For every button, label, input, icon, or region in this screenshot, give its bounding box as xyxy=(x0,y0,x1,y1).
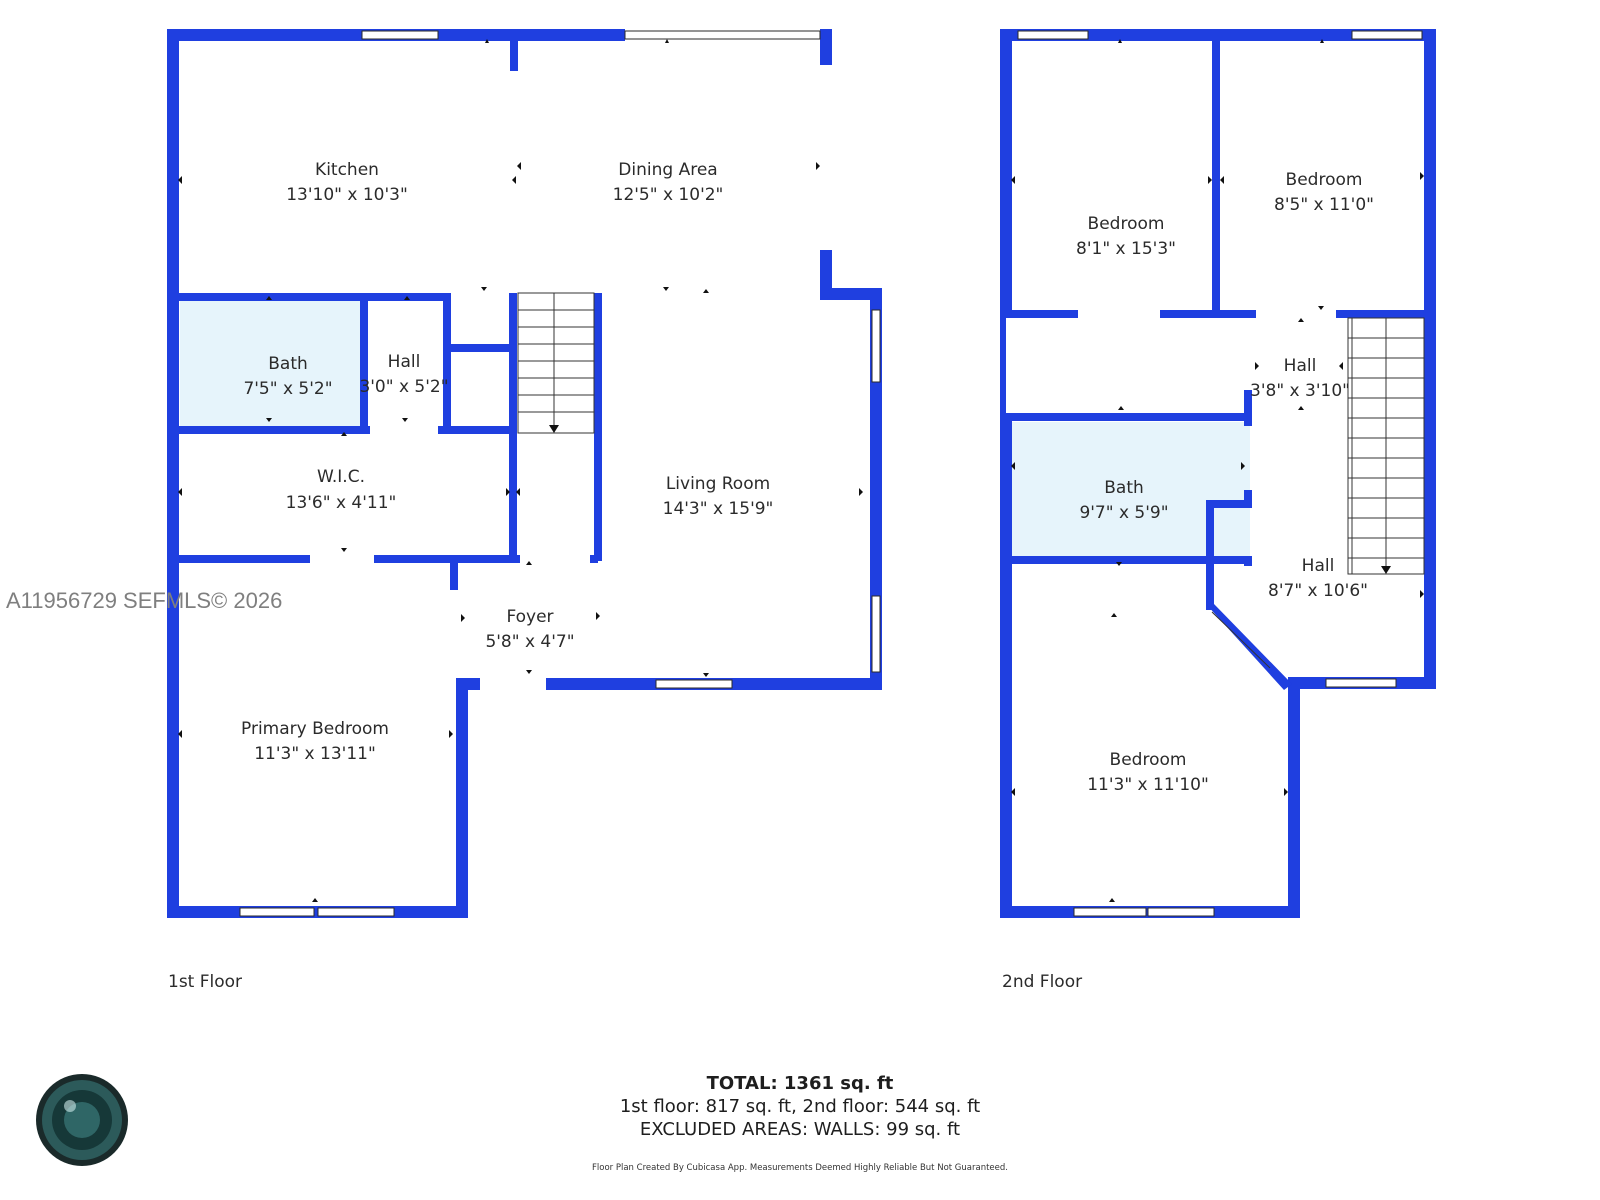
wall xyxy=(1424,29,1436,689)
room-name-bath-1f: Bath xyxy=(268,354,308,374)
room-name-bedroom-2: Bedroom xyxy=(1286,170,1363,190)
door-gap xyxy=(520,553,590,565)
room-dims-bedroom-1: 8'1" x 15'3" xyxy=(1076,239,1176,259)
room-dims-kitchen: 13'10" x 10'3" xyxy=(286,185,408,205)
room-name-primary-bedroom: Primary Bedroom xyxy=(241,719,389,739)
wall xyxy=(1244,390,1252,426)
room-name-foyer: Foyer xyxy=(506,607,553,627)
room-name-wic: W.I.C. xyxy=(317,467,365,487)
first-floor-bath-fill xyxy=(180,300,362,426)
room-dims-hall-1f: 3'0" x 5'2" xyxy=(359,377,448,397)
listing-watermark: A11956729 SEFMLS© 2026 xyxy=(6,588,282,613)
room-name-hall-2f-lower: Hall xyxy=(1302,556,1335,576)
room-dims-living-room: 14'3" x 15'9" xyxy=(663,499,774,519)
room-name-bedroom-1: Bedroom xyxy=(1088,214,1165,234)
window xyxy=(1017,30,1089,40)
window xyxy=(317,907,395,917)
floor-areas: 1st floor: 817 sq. ft, 2nd floor: 544 sq… xyxy=(620,1096,980,1117)
wall xyxy=(173,426,513,434)
wall xyxy=(1288,677,1300,918)
second-floor-plan: Bedroom 8'1" x 15'3" Bedroom 8'5" x 11'0… xyxy=(1000,29,1436,992)
wall xyxy=(1212,35,1220,315)
disclaimer: Floor Plan Created By Cubicasa App. Meas… xyxy=(592,1163,1008,1173)
window xyxy=(624,30,821,40)
door-gap xyxy=(1078,308,1160,320)
photographer-logo xyxy=(36,1074,128,1166)
window xyxy=(871,309,881,383)
room-name-bedroom-3: Bedroom xyxy=(1110,750,1187,770)
wall xyxy=(450,555,458,615)
wall xyxy=(1006,413,1252,421)
wall xyxy=(443,344,515,352)
room-name-kitchen: Kitchen xyxy=(315,160,379,180)
staircase xyxy=(1347,317,1425,575)
wall xyxy=(456,678,468,918)
wall xyxy=(1336,310,1428,318)
total-area: TOTAL: 1361 sq. ft xyxy=(707,1073,894,1094)
wall xyxy=(820,250,832,300)
window xyxy=(655,679,733,689)
room-name-dining-area: Dining Area xyxy=(618,160,717,180)
floor-label-2nd: 2nd Floor xyxy=(1002,972,1082,992)
window xyxy=(1147,907,1215,917)
staircase xyxy=(517,292,595,434)
first-floor-plan: Kitchen 13'10" x 10'3" Dining Area 12'5"… xyxy=(167,27,882,992)
window xyxy=(1351,30,1423,40)
wall xyxy=(1244,490,1252,508)
room-dims-bath-1f: 7'5" x 5'2" xyxy=(243,379,332,399)
wall xyxy=(360,293,368,427)
door-gap xyxy=(448,590,460,650)
room-name-living-room: Living Room xyxy=(666,474,770,494)
wall xyxy=(173,293,451,301)
wall xyxy=(1244,556,1252,566)
excluded-areas: EXCLUDED AREAS: WALLS: 99 sq. ft xyxy=(640,1119,960,1140)
wall xyxy=(1206,500,1214,610)
room-dims-hall-2f-upper: 3'8" x 3'10" xyxy=(1250,381,1350,401)
floor-label-1st: 1st Floor xyxy=(168,972,242,992)
door-gap xyxy=(480,676,546,692)
wall xyxy=(820,29,832,65)
room-dims-dining-area: 12'5" x 10'2" xyxy=(613,185,724,205)
wall xyxy=(510,35,518,71)
wall xyxy=(870,288,882,690)
room-name-bath-2f: Bath xyxy=(1104,478,1144,498)
wall xyxy=(1006,556,1252,564)
wall xyxy=(1206,604,1292,690)
door-gap xyxy=(370,424,438,436)
wall xyxy=(1006,310,1078,318)
window xyxy=(1073,907,1147,917)
window xyxy=(239,907,315,917)
room-dims-foyer: 5'8" x 4'7" xyxy=(485,632,574,652)
room-name-hall-2f-upper: Hall xyxy=(1284,356,1317,376)
closet-area xyxy=(1006,318,1076,413)
window xyxy=(1325,678,1397,688)
wall xyxy=(1000,29,1012,918)
room-dims-bedroom-3: 11'3" x 11'10" xyxy=(1087,775,1209,795)
room-dims-wic: 13'6" x 4'11" xyxy=(286,493,397,513)
door-swing xyxy=(1211,611,1271,669)
wall xyxy=(1206,500,1252,508)
room-dims-hall-2f-lower: 8'7" x 10'6" xyxy=(1268,581,1368,601)
wall xyxy=(1160,310,1256,318)
wall xyxy=(173,555,598,563)
wall xyxy=(594,293,602,561)
wall xyxy=(167,29,179,918)
wall xyxy=(443,293,451,427)
dimension-markers xyxy=(178,39,863,902)
wall xyxy=(820,288,882,300)
room-name-hall-1f: Hall xyxy=(388,352,421,372)
window xyxy=(871,595,881,673)
dimension-markers xyxy=(1011,39,1424,902)
room-dims-primary-bedroom: 11'3" x 13'11" xyxy=(254,744,376,764)
room-dims-bedroom-2: 8'5" x 11'0" xyxy=(1274,195,1374,215)
door-gap xyxy=(818,65,834,250)
door-gap xyxy=(310,553,374,565)
room-dims-bath-2f: 9'7" x 5'9" xyxy=(1079,503,1168,523)
window xyxy=(361,30,439,40)
